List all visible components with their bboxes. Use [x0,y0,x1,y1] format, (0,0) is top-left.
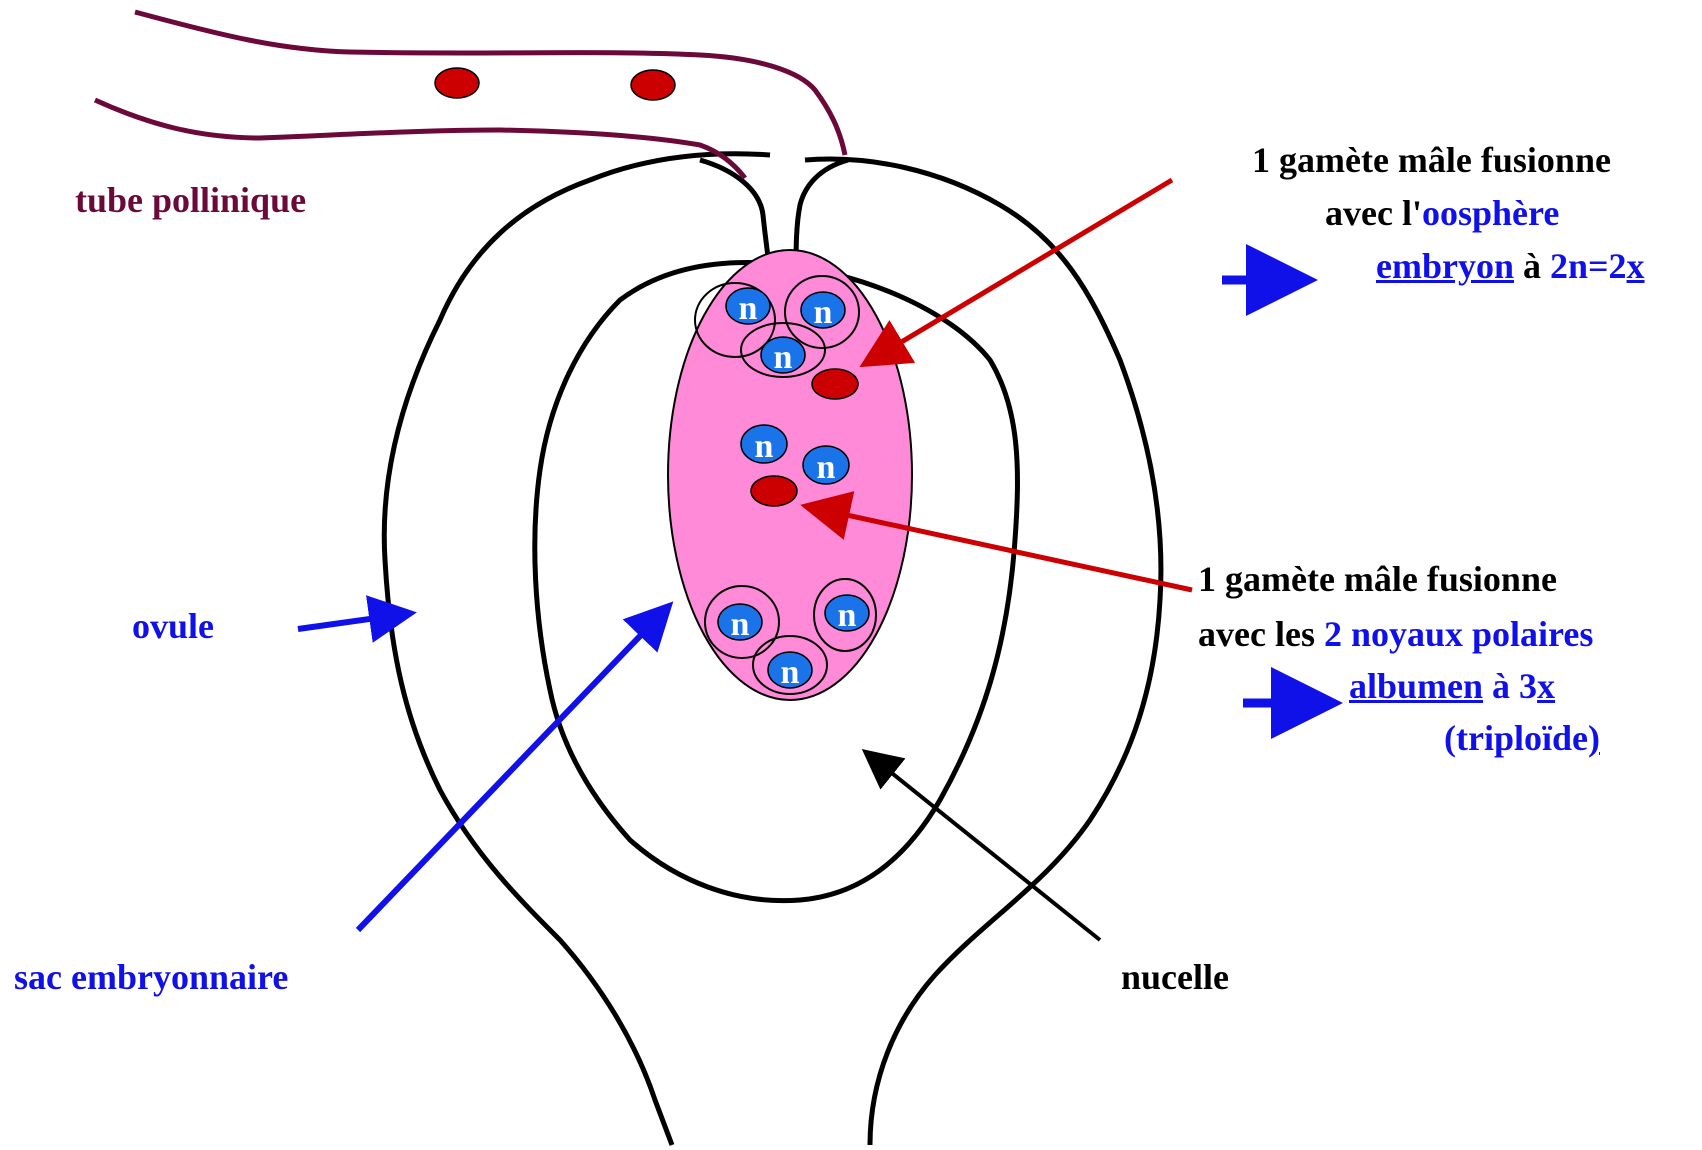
label-embryo-sac: sac embryonnaire [14,957,288,998]
polar-result-mid: à [1483,666,1519,706]
svg-text:n: n [755,428,774,465]
svg-text:n: n [814,294,833,331]
svg-text:n: n [739,290,758,327]
term-polar-nuclei: 2 noyaux polaires [1324,614,1593,654]
male-gamete-near-egg [812,369,858,399]
arrow-to-egg-gamete [868,180,1172,362]
polar-fusion-note: (triploïde) [1444,718,1600,759]
svg-text:n: n [838,597,857,634]
male-gamete-near-polar-nuclei [751,476,797,506]
label-nucellus: nucelle [1121,957,1229,998]
egg-fusion-line2: avec l'oosphère [1325,193,1559,234]
polar-result-ploidy-x: x [1537,666,1555,706]
egg-result-mid: à [1514,246,1550,286]
male-gamete-in-tube [631,70,675,100]
polar-fusion-prefix: avec les [1198,614,1324,654]
triploid-note-close: ) [1588,718,1600,758]
egg-fusion-result: embryon à 2n=2x [1376,246,1645,287]
label-pollen-tube: tube pollinique [75,180,306,221]
embryo-sac [668,250,912,700]
polar-fusion-result: albumen à 3x [1349,666,1555,707]
polar-fusion-line1: 1 gamète mâle fusionne [1198,559,1557,600]
term-oosphere: oosphère [1422,193,1559,233]
polar-result-ploidy: 3 [1519,666,1537,706]
svg-text:n: n [817,449,836,486]
polar-fusion-line2: avec les 2 noyaux polaires [1198,614,1593,655]
egg-fusion-line1: 1 gamète mâle fusionne [1252,140,1611,181]
svg-text:n: n [731,606,750,643]
pollen-tube-wall-upper [135,12,845,155]
arrow-embryo-sac [358,610,665,930]
term-albumen: albumen [1349,666,1483,706]
egg-result-ploidy: 2n=2 [1550,246,1627,286]
egg-result-ploidy-x: x [1627,246,1645,286]
term-embryon: embryon [1376,246,1514,286]
label-ovule: ovule [132,606,214,647]
egg-fusion-prefix: avec l' [1325,193,1422,233]
svg-text:n: n [781,654,800,691]
pollen-tube-wall-lower [95,100,745,178]
male-gamete-in-tube [435,68,479,98]
triploid-note: (triploïde [1444,718,1588,758]
svg-text:n: n [774,339,793,376]
